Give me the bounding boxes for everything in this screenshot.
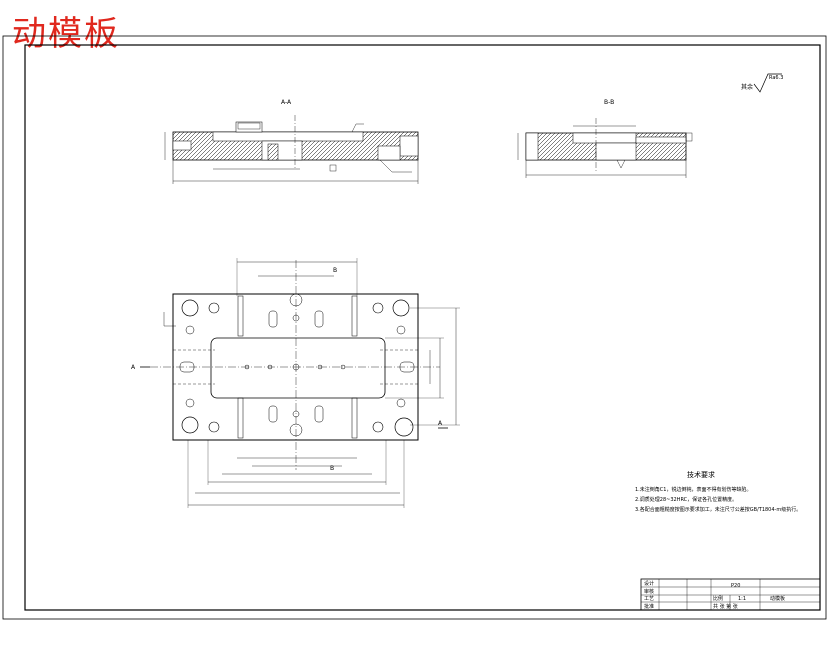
section-marker-a-right: A [438,420,443,427]
tb-label-process: 工艺 [644,596,654,602]
cavity-pocket [210,337,386,399]
section-aa-view: A-A [164,99,419,184]
roughness-symbol: 其余 Ra6.3 [741,73,783,93]
drawing-title: 动模板 [12,14,120,54]
tb-material: P20 [731,583,740,589]
plan-view: A A B B [131,258,460,508]
title-block: 设计 审核 工艺 批准 P20 比例 1:1 共 张 第 张 动模板 [640,578,821,611]
inner-frame [24,44,821,611]
roughness-value: Ra6.3 [769,75,783,81]
section-marker-b-top: B [333,267,337,274]
section-bb-label: B-B [604,99,614,106]
tb-scale-label: 比例 [713,595,723,602]
tech-req-heading: 技术要求 [687,470,715,479]
tb-scale: 1:1 [738,596,746,602]
section-marker-a-left: A [131,364,136,371]
tech-req-line-1: 1.未注倒角C1，锐边倒钝，表面不得有划伤等缺陷。 [635,486,751,493]
tb-part-name: 动模板 [770,595,785,602]
tb-label-design: 设计 [644,580,654,587]
roughness-prefix: 其余 [741,83,753,91]
section-marker-b-bottom: B [330,465,334,472]
tech-req-line-2: 2.调质处理28~32HRC，保证各孔位置精度。 [635,496,737,503]
technical-requirements: 技术要求 1.未注倒角C1，锐边倒钝，表面不得有划伤等缺陷。 2.调质处理28~… [635,470,801,513]
tb-label-review: 审核 [644,588,654,595]
tb-sheet: 共 张 第 张 [713,603,738,610]
tb-label-approve: 批准 [644,603,654,610]
tech-req-line-3: 3.各配合面粗糙度按图示要求加工，未注尺寸公差按GB/T1804-m级执行。 [635,506,801,513]
outer-frame [2,35,827,620]
section-bb-view: B-B [517,99,693,178]
section-aa-label: A-A [281,99,292,106]
